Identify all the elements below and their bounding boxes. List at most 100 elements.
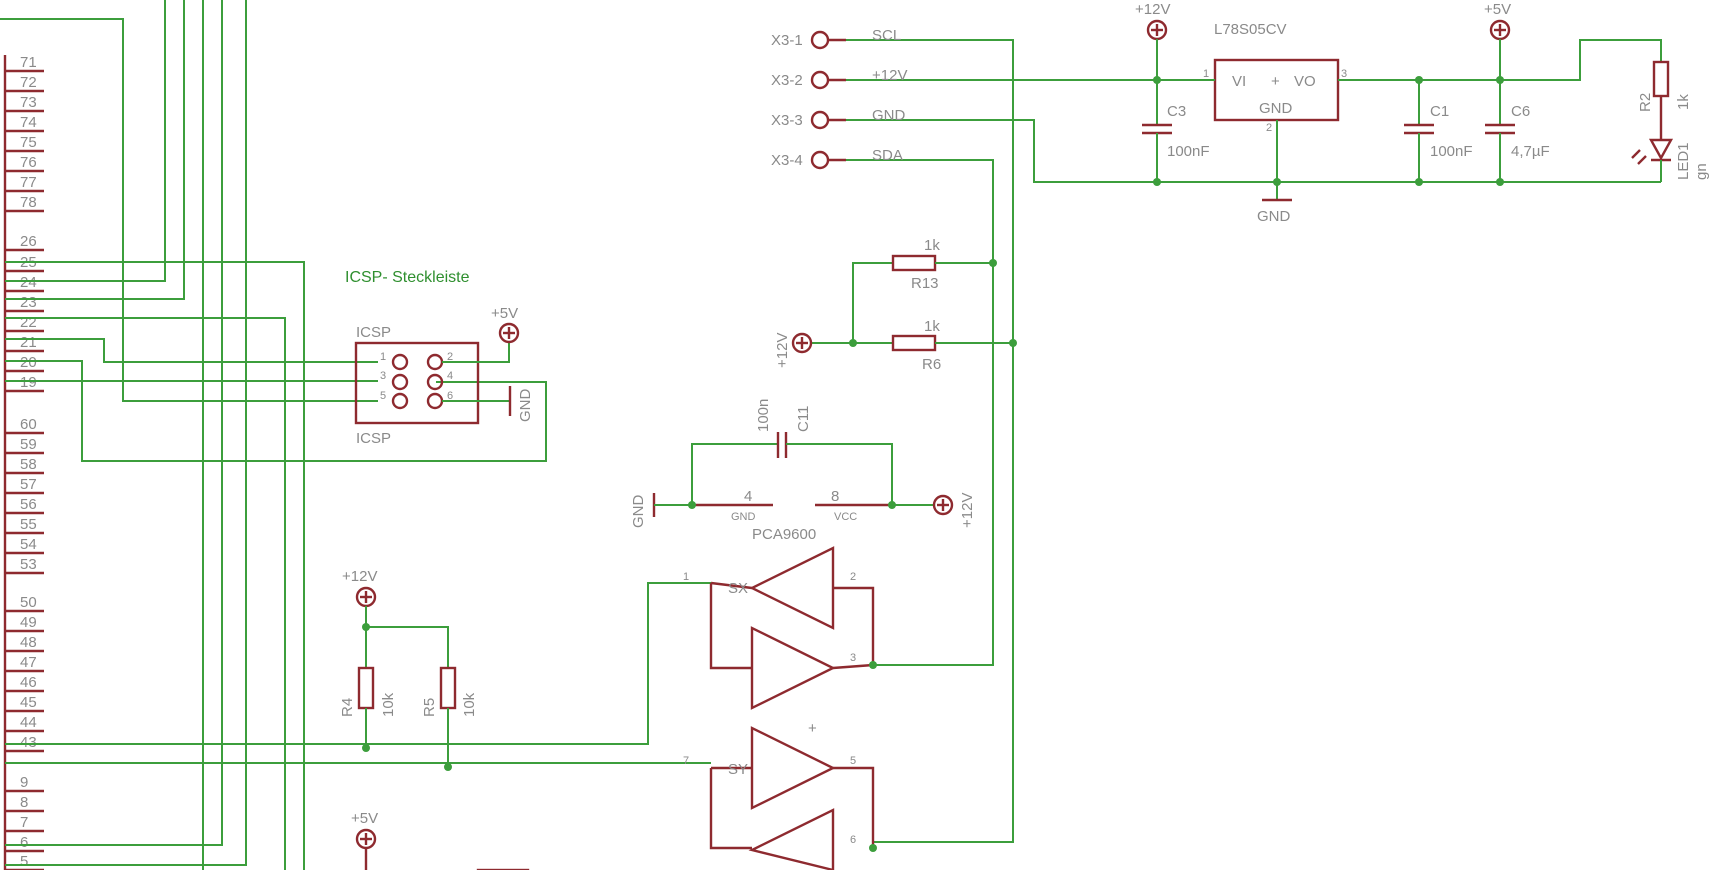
scl-wire [846,39,1014,843]
p12-pca-label: +12V [959,493,976,528]
cap-c6 [1485,80,1515,182]
connector-pin-label: 60 [20,416,37,433]
connector-pin-label: 9 [20,774,28,791]
gnd-wire [846,119,1661,183]
c3-value: 100nF [1167,143,1210,160]
resistor-r6 [810,334,1013,352]
connector-pin-label: 24 [20,274,37,291]
connector-pin-label: 47 [20,654,37,671]
x3-4-label: X3-4 [771,152,803,169]
connector-pin-label: 8 [20,794,28,811]
pca-vcc-pin: 8 [831,488,839,505]
connector-pin-label: 78 [20,194,37,211]
net-scl-label: SCL [872,27,901,44]
connector-pin-label: 55 [20,516,37,533]
r13-ref: R13 [911,275,939,292]
connector-pin-label: 76 [20,154,37,171]
connector-pin-label: 21 [20,334,37,351]
connector-pin-label: 48 [20,634,37,651]
regulator-l78s05cv [1154,39,1662,200]
connector-pin-label: 75 [20,134,37,151]
connector-pin-label: 26 [20,233,37,250]
c1-ref: C1 [1430,103,1449,120]
pca-gnd-pin: 4 [744,488,752,505]
r4-value: 10k [380,692,397,717]
connector-pin-label: 57 [20,476,37,493]
connector-pin-label: 74 [20,114,37,131]
regulator-vo: VO [1294,73,1316,90]
regulator-vi: VI [1232,73,1246,90]
p5-supply-bottom [355,828,377,870]
resistor-r2 [1652,60,1670,140]
p5-supply-icsp [498,322,520,344]
icsp-header [354,341,510,425]
pca-pin-3: 3 [850,652,856,664]
p12-supply-mid [791,332,813,354]
c11-ref: C11 [795,406,812,432]
connector-pin-label: 53 [20,556,37,573]
connector-pin-label: 50 [20,594,37,611]
icsp-pin-2: 2 [447,351,453,363]
p12-left-label: +12V [342,568,377,585]
left-bus-wires [0,0,711,870]
connector-pin-label: 58 [20,456,37,473]
icsp-name-bottom: ICSP [356,430,391,447]
icsp-pin-4: 4 [447,370,453,382]
c6-ref: C6 [1511,103,1530,120]
connector-pin-label: 46 [20,674,37,691]
led1-ref: LED1 [1675,142,1692,180]
gnd-regulator-label: GND [1257,208,1291,225]
connector-pin-label: 20 [20,354,37,371]
resistor-r4 [357,627,375,748]
pca-pin-7: 7 [683,755,689,767]
r2-ref: R2 [1637,93,1654,112]
pca-vcc-label: VCC [834,511,857,523]
cap-c3 [1142,80,1172,182]
pca-pin-1: 1 [683,571,689,583]
x3-1-label: X3-1 [771,32,803,49]
resistor-r13 [852,254,993,343]
regulator-pin3: 3 [1341,68,1347,80]
pca-gnd-label: GND [731,511,756,523]
connector-pin-label: 56 [20,496,37,513]
connector-pin-label: 5 [20,853,28,870]
r4-ref: R4 [339,698,356,717]
p12-supply-left [355,586,449,668]
connector-pin-label: 43 [20,734,37,751]
connector-pin-label: 73 [20,94,37,111]
connector-pin-label: 44 [20,714,37,731]
pca-pin-6: 6 [850,834,856,846]
pca-plus: + [808,720,817,737]
left-connector: 7172737475767778262524232221201960595857… [3,54,44,870]
icsp-title: ICSP- Steckleiste [345,269,470,286]
net-gnd-label: GND [872,107,906,124]
pca-power-pins [652,493,954,517]
resistor-r5 [439,666,457,767]
pca-pin-5: 5 [850,755,856,767]
led-led1 [1631,138,1674,182]
r6-value: 1k [924,318,940,335]
connector-pin-label: 7 [20,814,28,831]
p5-bottom-label: +5V [351,810,378,827]
r6-ref: R6 [922,356,941,373]
pca-sx: SX [728,580,748,597]
c3-ref: C3 [1167,103,1186,120]
p5-top-label: +5V [1484,1,1511,18]
pca-pin-2: 2 [850,571,856,583]
led1-value: gn [1693,163,1710,180]
connector-pin-label: 54 [20,536,37,553]
r5-value: 10k [461,692,478,717]
connector-pin-label: 6 [20,834,28,851]
connector-pin-label: 77 [20,174,37,191]
connector-pin-label: 49 [20,614,37,631]
c1-value: 100nF [1430,143,1473,160]
r13-value: 1k [924,237,940,254]
p5-icsp-label: +5V [491,305,518,322]
connector-pin-label: 23 [20,294,37,311]
regulator-plus: + [1271,73,1280,90]
c11-value: 100n [755,399,772,432]
pca9600-buffers [709,546,875,870]
regulator-pin1: 1 [1203,68,1209,80]
regulator-name: L78S05CV [1214,21,1287,38]
